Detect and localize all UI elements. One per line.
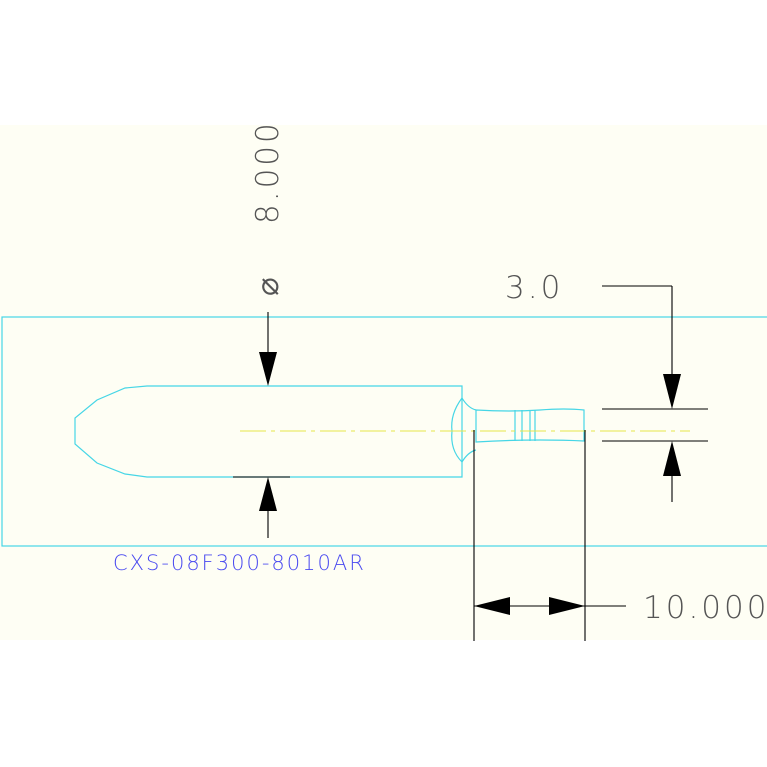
part-frame	[1, 316, 767, 547]
part-number-label: CXS-08F300-8010AR	[113, 551, 366, 575]
dia-arrow-bottom	[259, 477, 277, 511]
pin-arrow-top	[663, 374, 681, 409]
length-arrow-left	[474, 597, 510, 615]
diameter-symbol: ⌀	[250, 274, 286, 296]
length-value: 10.000	[643, 590, 767, 626]
pin-diameter-value: 3.0	[505, 270, 563, 306]
dia-arrow-top	[259, 352, 277, 386]
length-arrow-right	[549, 597, 585, 615]
probe-collar-inner	[461, 397, 477, 463]
drawing-area	[0, 125, 767, 640]
diameter-value: 8.000	[250, 120, 286, 224]
pin-arrow-bottom	[663, 441, 681, 476]
